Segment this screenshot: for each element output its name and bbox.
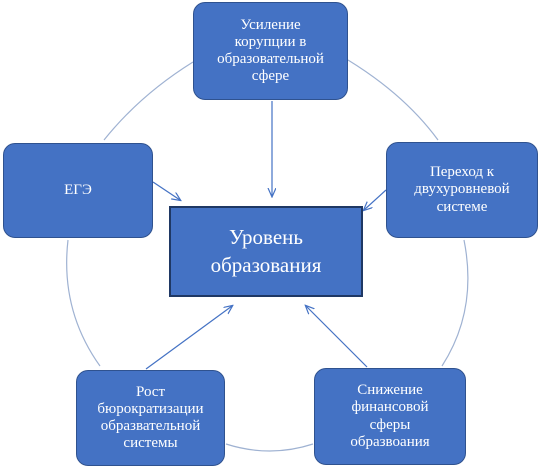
arrow-bureaucracy-to-center bbox=[145, 306, 232, 370]
factor-funding-box: Снижение финансовой сферы образвоания bbox=[314, 368, 466, 465]
arrow-funding-to-center bbox=[306, 306, 368, 368]
arrow-ege-to-center bbox=[152, 181, 180, 200]
factor-two-level-box: Переход к двухуровневой системе bbox=[386, 142, 538, 238]
factor-bureaucracy-box: Рост бюрократизации образвательной систе… bbox=[76, 370, 225, 466]
ring-arc-top-right bbox=[347, 59, 439, 141]
factor-corruption-box: Усиление корупции в образовательной сфер… bbox=[193, 2, 348, 100]
factor-ege-box: ЕГЭ bbox=[3, 143, 153, 238]
arrow-two-level-to-center bbox=[364, 189, 387, 210]
ring-arc-left-bottom bbox=[66, 239, 101, 367]
ring-arc-right-bottom bbox=[441, 239, 469, 367]
ring-arc-top-left bbox=[103, 61, 194, 141]
center-education-level-box: Уровень образования bbox=[169, 206, 363, 297]
ring-arc-bottom bbox=[225, 443, 314, 452]
